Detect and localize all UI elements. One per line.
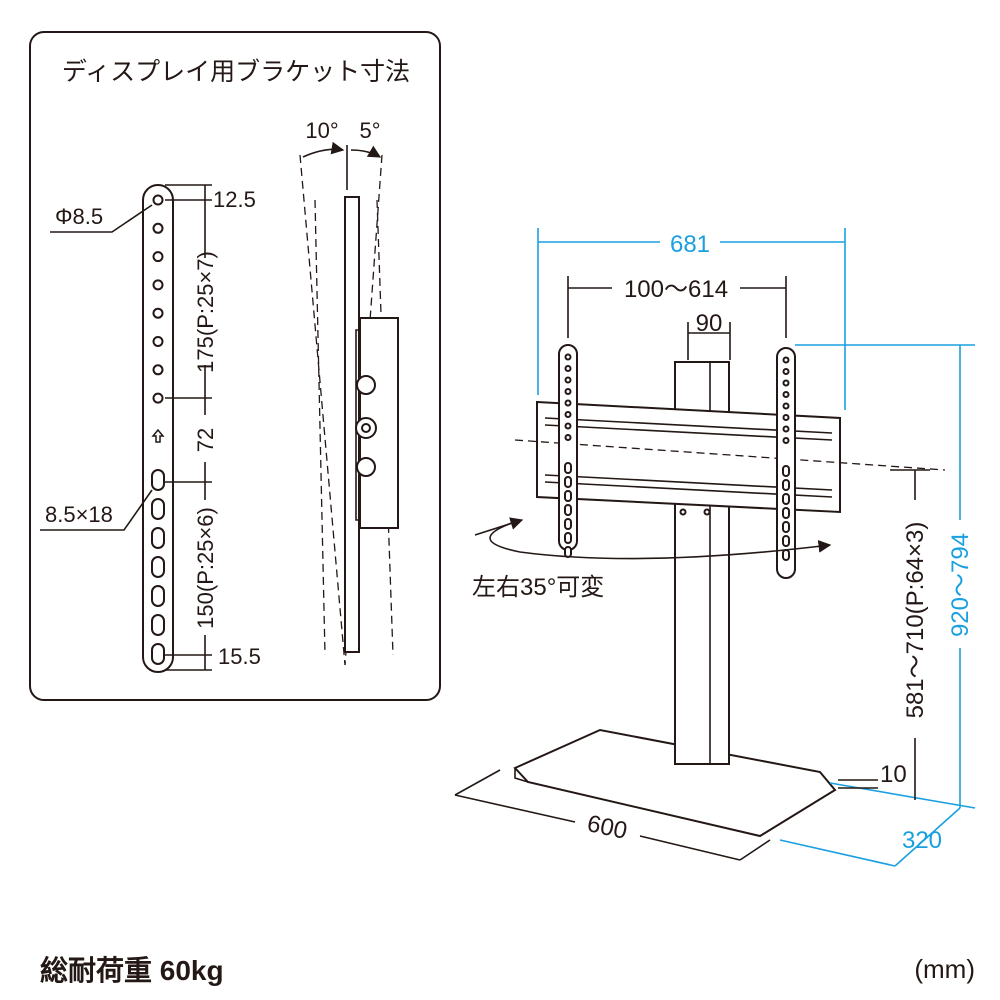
panel-border [29,31,441,701]
hole-diameter-label: Φ8.5 [55,204,103,229]
upper-pitch-label: 175(P:25×7) [193,251,218,373]
tv-stand-drawing: 681 100〜614 90 920〜794 581〜710(P:64×3) 1… [454,228,976,867]
base-depth-label: 320 [902,827,942,854]
up-arrow-icon [151,428,165,443]
tilt-forward-label: 10° [305,118,338,143]
vertical-rail [776,347,796,579]
mount-slot [151,469,165,491]
slot-size-label: 8.5×18 [45,502,113,527]
swivel-label: 左右35°可変 [472,574,604,601]
mount-slot [151,643,165,665]
mount-hole [152,336,164,347]
base-thickness-label: 10 [880,761,907,788]
center-gap-label: 72 [193,428,218,452]
bracket-width-label: 681 [670,231,710,258]
mount-hole [152,364,164,376]
vertical-rail [558,344,578,558]
top-margin-label: 12.5 [213,187,256,212]
mount-hole [152,279,164,291]
mount-slot [151,527,165,549]
mount-hole [152,222,164,234]
tilt-back-label: 5° [359,118,380,143]
mount-hole [152,392,164,404]
load-capacity-label: 総耐荷重 60kg [40,954,224,986]
lower-pitch-label: 150(P:25×6) [193,507,218,629]
column-width-label: 90 [696,310,723,337]
mount-hole [152,194,164,206]
mount-range-label: 100〜614 [624,276,728,303]
mount-slot [151,585,165,607]
panel-title: ディスプレイ用ブラケット寸法 [62,58,410,86]
mount-height-label: 581〜710(P:64×3) [902,522,929,719]
unit-label: (mm) [914,954,975,984]
mount-slot [151,498,165,520]
bracket-strip [142,184,174,673]
bottom-margin-label: 15.5 [218,644,261,669]
mount-slot [151,556,165,578]
tilt-side-view [299,141,399,666]
base-width-label: 600 [585,810,630,845]
mount-slot [151,614,165,636]
total-height-label: 920〜794 [947,533,974,637]
mount-hole [152,307,164,319]
bracket-dimension-panel: ディスプレイ用ブラケット寸法 12.5 175(P:25×7) 72 150(P… [29,31,441,701]
mount-hole [152,251,164,263]
